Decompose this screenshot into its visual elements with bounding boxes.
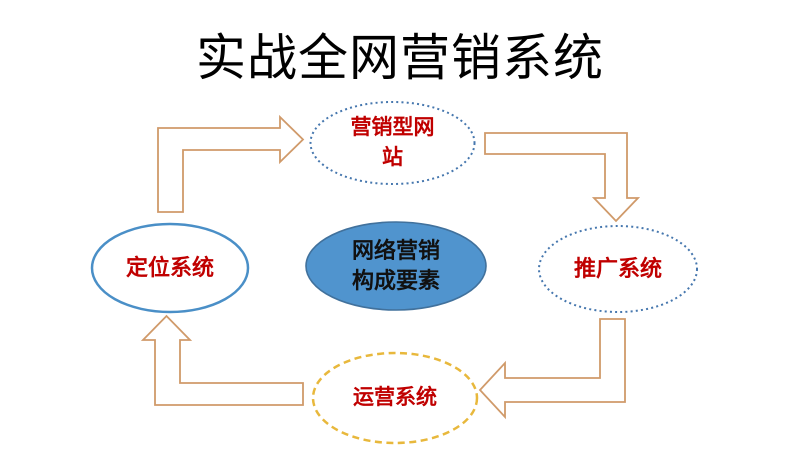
node-left-ellipse	[90, 222, 250, 314]
arrow-bottom-to-left	[140, 314, 304, 406]
node-right-ellipse	[538, 225, 698, 313]
slide-title: 实战全网营销系统	[196, 30, 604, 86]
node-top-ellipse	[309, 101, 476, 185]
node-bottom-ellipse	[311, 351, 479, 445]
arrow-right-to-bottom	[478, 318, 626, 420]
node-center-ellipse	[305, 221, 487, 311]
arrow-top-to-right	[484, 132, 641, 223]
arrow-left-to-top	[157, 114, 305, 213]
